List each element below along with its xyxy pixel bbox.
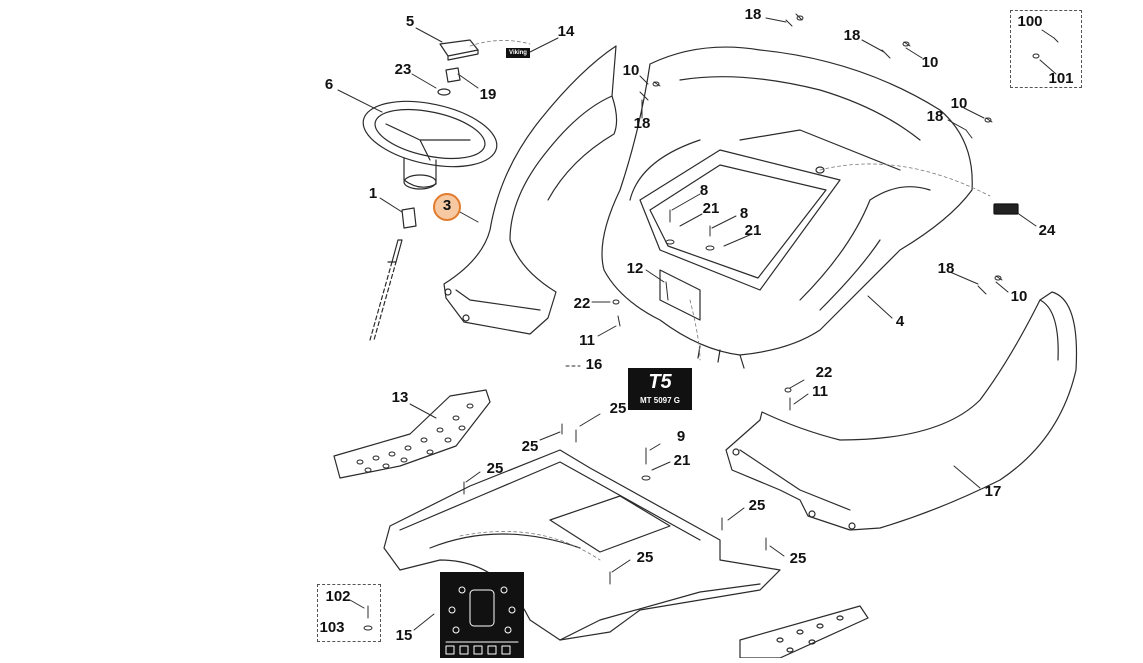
decal-15[interactable] (440, 572, 524, 658)
callout-8-a[interactable]: 8 (699, 182, 709, 199)
callout-3[interactable]: 3 (442, 197, 452, 214)
callout-21-b[interactable]: 21 (744, 222, 762, 239)
callout-10-c[interactable]: 10 (950, 95, 968, 112)
decal-16-logo: T5 (648, 371, 672, 393)
hub-cover-part[interactable] (439, 39, 479, 61)
right-footplate-part[interactable] (739, 605, 869, 659)
decal-16[interactable] (628, 368, 692, 410)
callout-25-d[interactable]: 25 (748, 497, 766, 514)
callout-18-e[interactable]: 18 (937, 260, 955, 277)
callout-12[interactable]: 12 (626, 260, 644, 277)
callout-1[interactable]: 1 (368, 185, 378, 202)
callout-21-c[interactable]: 21 (673, 452, 691, 469)
callout-25-a[interactable]: 25 (609, 400, 627, 417)
callout-16[interactable]: 16 (585, 356, 603, 373)
callout-23[interactable]: 23 (394, 61, 412, 78)
decal-16-code: MT 5097 G (639, 396, 680, 405)
callout-22-b[interactable]: 22 (815, 364, 833, 381)
callout-21-a[interactable]: 21 (702, 200, 720, 217)
steering-wheel-part[interactable] (357, 91, 503, 190)
callout-22-a[interactable]: 22 (573, 295, 591, 312)
left-footplate-part[interactable] (333, 389, 491, 479)
callout-13[interactable]: 13 (391, 389, 409, 406)
callout-14[interactable]: 14 (557, 23, 575, 40)
leader-lines (337, 17, 1057, 631)
callout-5[interactable]: 5 (405, 13, 415, 30)
callout-25-c[interactable]: 25 (486, 460, 504, 477)
callout-17[interactable]: 17 (984, 483, 1002, 500)
nut-part[interactable] (437, 67, 461, 96)
rear-fender-part[interactable] (725, 291, 1078, 531)
decal-14-text: Viking (509, 50, 527, 56)
callout-25-e[interactable]: 25 (789, 550, 807, 567)
dashboard-shroud-part[interactable] (443, 45, 618, 335)
callout-10-b[interactable]: 10 (921, 54, 939, 71)
decal-24[interactable] (993, 203, 1019, 215)
option-box-100-101 (1010, 10, 1082, 88)
selected-callout-highlight (433, 193, 461, 221)
callout-25-f[interactable]: 25 (636, 549, 654, 566)
option-box-102-103 (317, 584, 381, 642)
callout-8-b[interactable]: 8 (739, 205, 749, 222)
callout-18-c[interactable]: 18 (633, 115, 651, 132)
callout-9[interactable]: 9 (676, 428, 686, 445)
callout-10-a[interactable]: 10 (622, 62, 640, 79)
callout-101[interactable]: 101 (1048, 70, 1074, 87)
callout-6[interactable]: 6 (324, 76, 334, 93)
callout-10-d[interactable]: 10 (1010, 288, 1028, 305)
callout-11-b[interactable]: 11 (812, 383, 828, 400)
callout-18-b[interactable]: 18 (843, 27, 861, 44)
callout-103[interactable]: 103 (319, 619, 345, 636)
callout-25-b[interactable]: 25 (521, 438, 539, 455)
callout-19[interactable]: 19 (479, 86, 497, 103)
decal-14[interactable] (506, 48, 530, 58)
callout-18-a[interactable]: 18 (744, 6, 762, 23)
callout-24[interactable]: 24 (1038, 222, 1056, 239)
reference-arcs (459, 40, 991, 561)
hood-body-part[interactable] (601, 46, 973, 369)
callout-18-d[interactable]: 18 (926, 108, 944, 125)
steering-shaft-part[interactable] (369, 207, 417, 341)
callout-11-a[interactable]: 11 (579, 332, 595, 349)
fasteners (363, 13, 1059, 631)
callout-4[interactable]: 4 (895, 313, 905, 330)
callout-15[interactable]: 15 (395, 627, 413, 644)
callout-100[interactable]: 100 (1017, 13, 1043, 30)
callout-102[interactable]: 102 (325, 588, 351, 605)
